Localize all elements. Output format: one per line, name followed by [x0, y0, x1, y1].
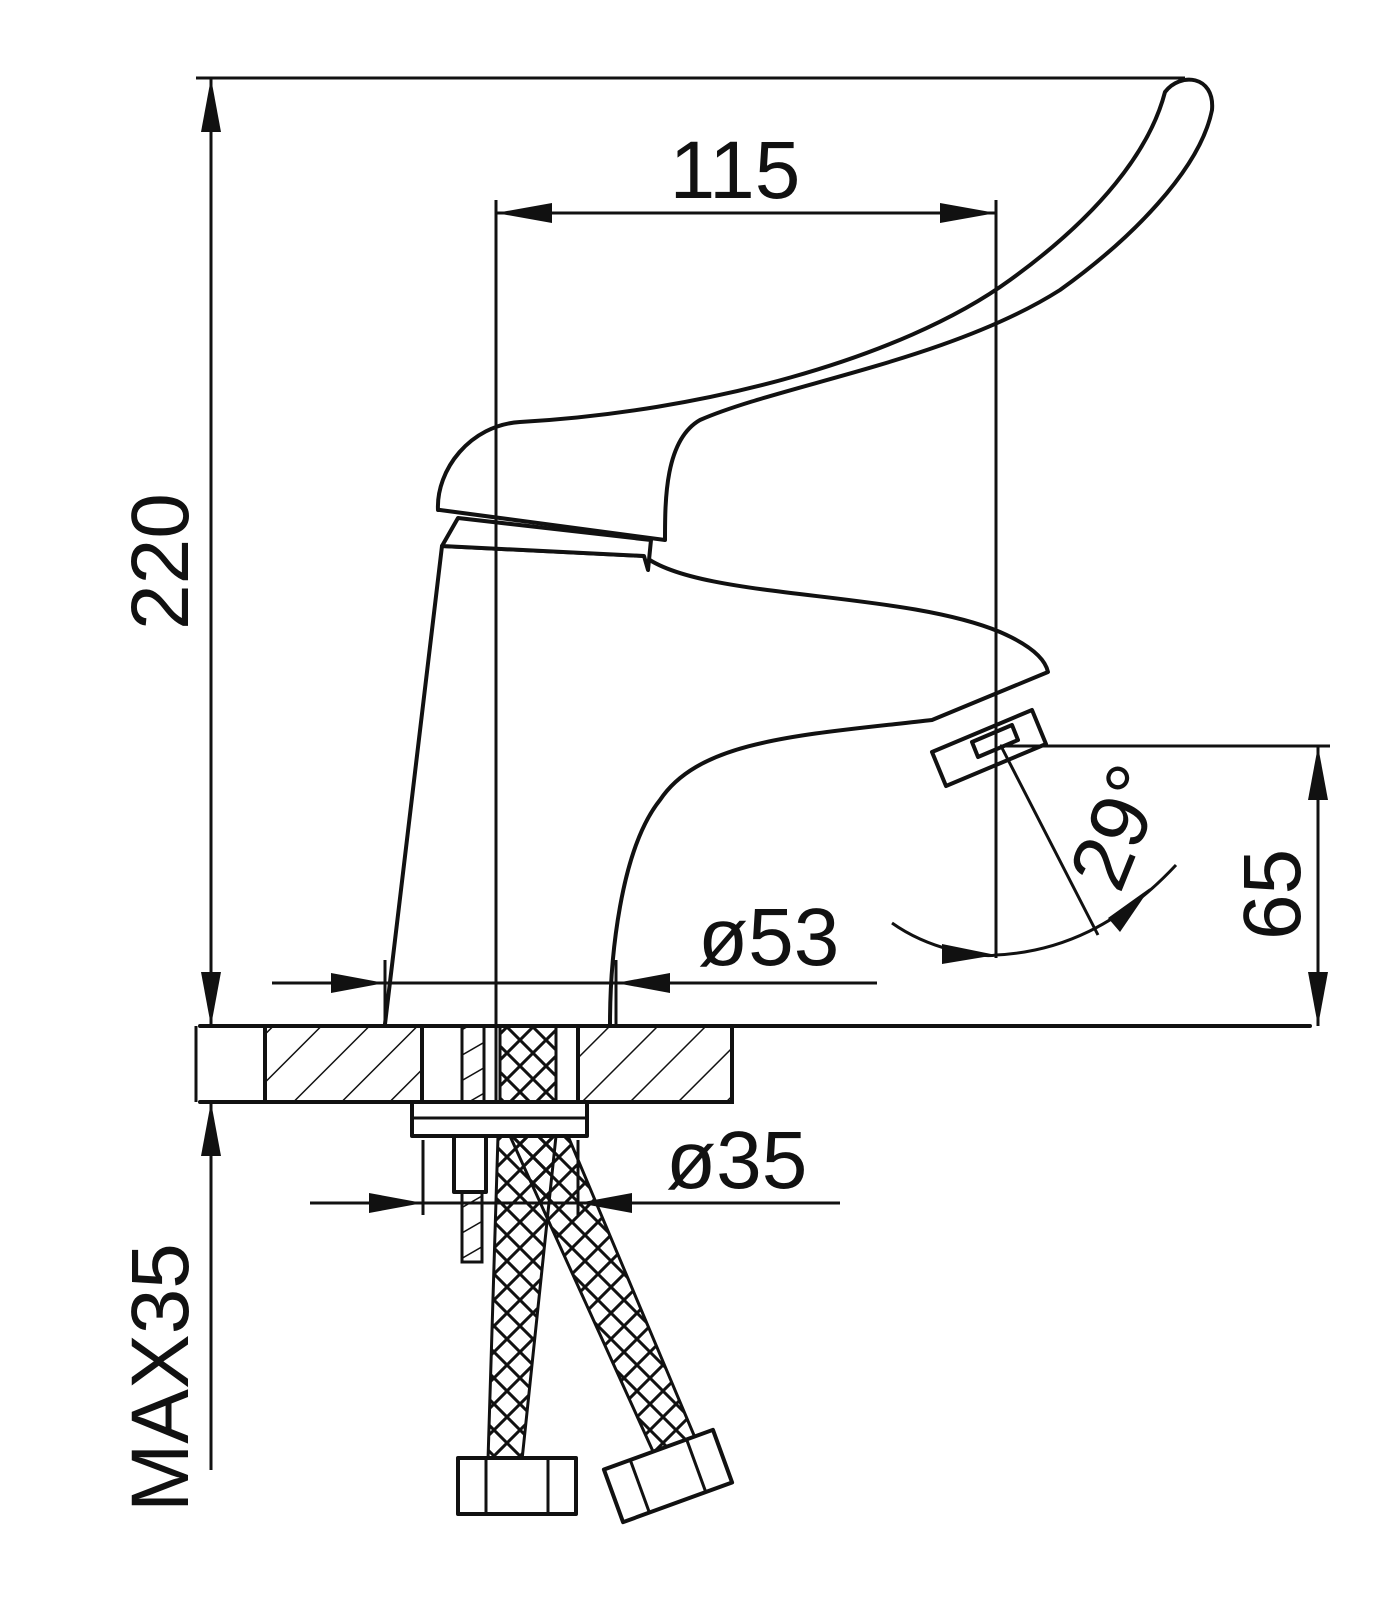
label-base-diameter: ø53: [698, 892, 839, 983]
dimension-total-height: 220: [115, 78, 221, 1026]
dimension-base-diameter: ø53: [272, 892, 877, 1024]
flexible-hoses: [456, 1024, 735, 1525]
label-total-height: 220: [115, 493, 206, 630]
mounting-stud: [410, 1024, 589, 1264]
label-handle-reach: 115: [670, 125, 801, 216]
aerator: [930, 708, 1048, 788]
faucet-body: [383, 516, 1050, 1026]
center-lines: [194, 76, 1330, 1102]
dimension-spout-angle: 29°: [891, 747, 1183, 964]
dimension-max-thickness: MAX35: [115, 1102, 221, 1512]
label-mount-diameter: ø35: [666, 1115, 807, 1206]
dimension-spout-height: 65: [1227, 746, 1328, 1026]
dimension-handle-reach: 115: [496, 125, 996, 223]
label-spout-height: 65: [1227, 849, 1318, 940]
label-max-thickness: MAX35: [115, 1243, 206, 1512]
dimension-mount-diameter: ø35: [310, 1115, 840, 1215]
lever-handle: [435, 77, 1215, 542]
countertop-section: [198, 1024, 1312, 1104]
